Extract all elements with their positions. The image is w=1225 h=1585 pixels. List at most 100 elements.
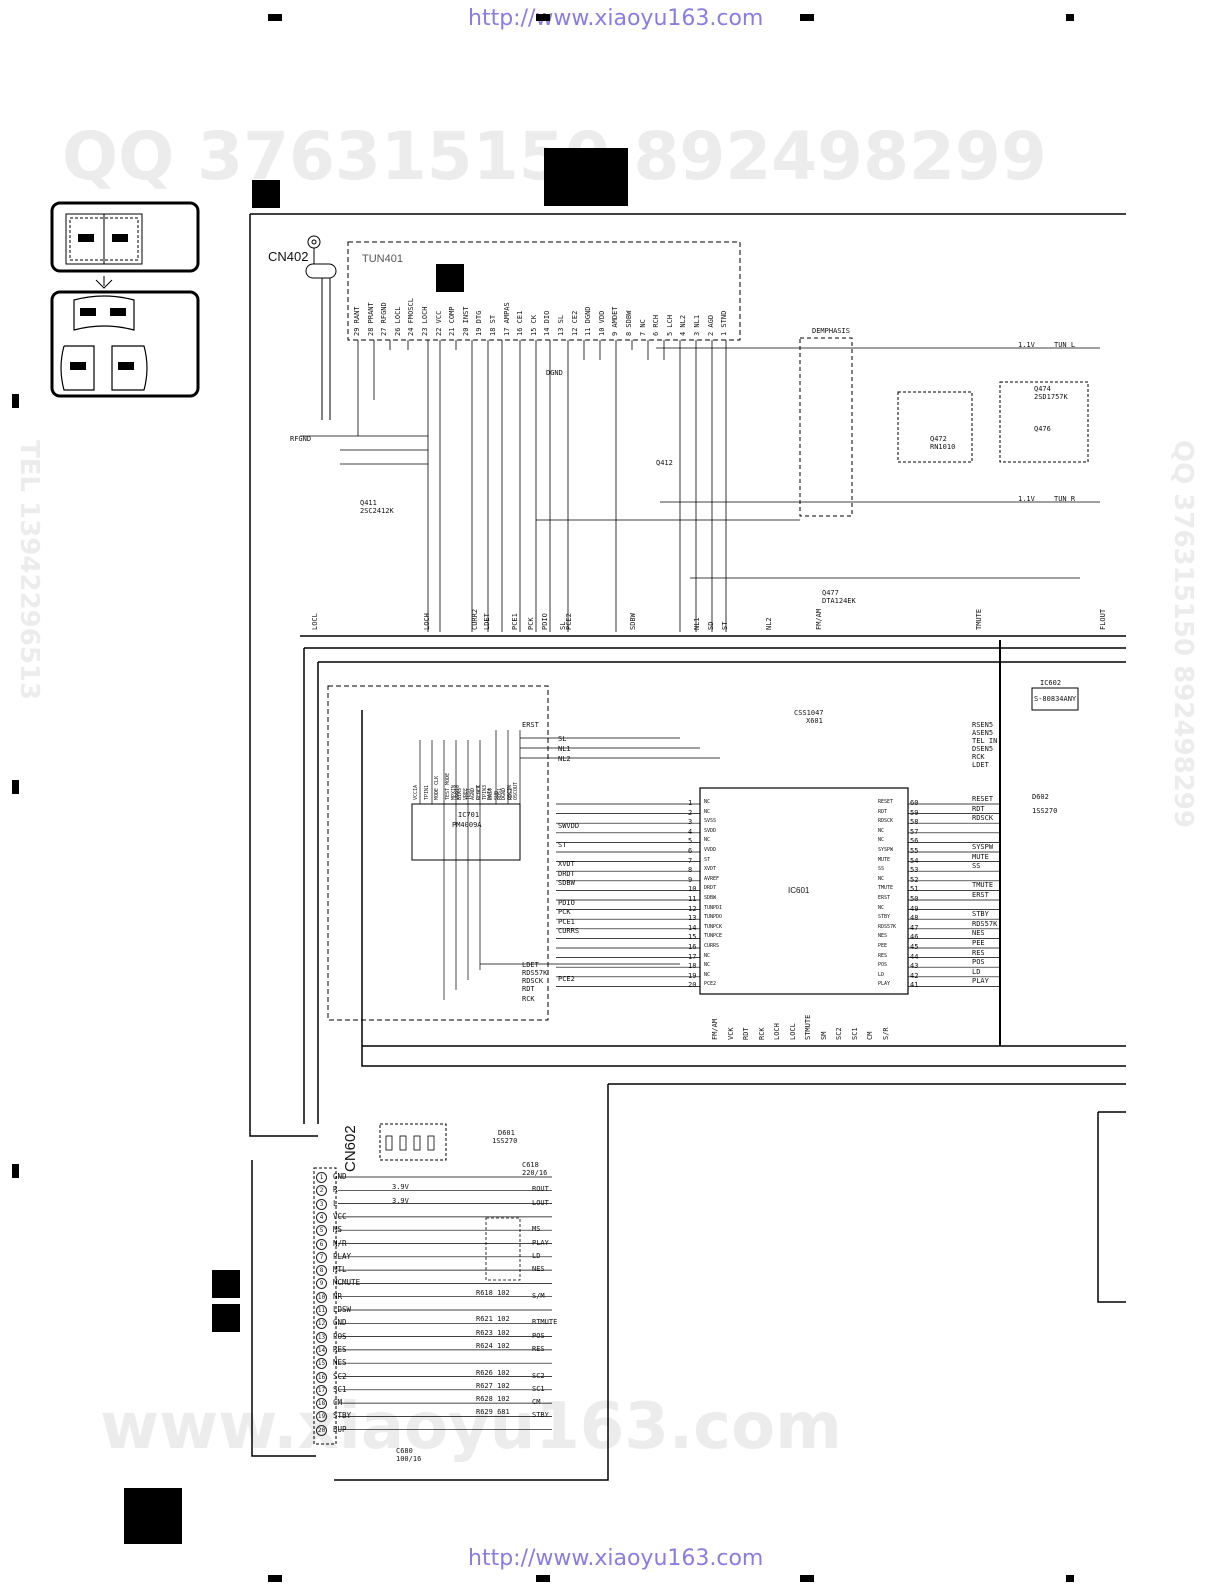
tuner-pin-14: 14 DIO bbox=[543, 310, 552, 336]
ic601-left-pin-name: TUNPDI bbox=[704, 904, 723, 911]
ic601-top-signal: LDET bbox=[972, 761, 989, 769]
ic601-right-signal: NES bbox=[972, 929, 985, 938]
ic601-top-signal: RCK bbox=[972, 753, 985, 761]
cn602-signal-18: CM bbox=[532, 1398, 541, 1407]
ic601-left-pin-name: NC bbox=[704, 799, 711, 805]
ic601-right-pin-name: NC bbox=[878, 875, 885, 882]
cn602-pin-name: NR bbox=[333, 1291, 343, 1301]
tuner-bottom-signal: ST bbox=[721, 621, 729, 630]
tuner-bottom-signal: SD bbox=[707, 621, 715, 630]
cn602-pin-number: 4 bbox=[316, 1211, 327, 1223]
ic601-left-signal: ST bbox=[558, 841, 567, 849]
ic601-right-pin-number: 41 bbox=[910, 981, 919, 990]
ic601-left-pin-name: NC bbox=[704, 808, 711, 815]
tuner-pin-25: 3 NL1 bbox=[693, 314, 701, 336]
ic601-bottom-signal: FM/AM bbox=[711, 1018, 719, 1040]
cn602-voltage-l: 3.9V bbox=[392, 1197, 409, 1205]
ic601-left-pin-number: 11 bbox=[688, 895, 697, 903]
ic601-left-pin-number: 10 bbox=[688, 885, 697, 894]
tuner-pin-2: 27 RFGND bbox=[380, 302, 389, 336]
ic601-bottom-signal: VCK bbox=[726, 1027, 735, 1040]
ic601-right-pin-number: 50 bbox=[910, 895, 919, 903]
ic601-left-pin-number: 5 bbox=[688, 837, 693, 846]
ic601-right-signal: LD bbox=[972, 967, 981, 976]
ic601-left-pin-name: DRDT bbox=[704, 885, 717, 892]
ic601-bottom-signal: LOCL bbox=[788, 1023, 797, 1040]
ic601-right-pin-number: 56 bbox=[910, 837, 919, 846]
ic601-right-signal: PLAY bbox=[972, 977, 989, 986]
q411-part: 2SC2412K bbox=[360, 507, 394, 515]
cn602-pin-number: 14 bbox=[316, 1344, 327, 1356]
ic601-right-pin-name: MUTE bbox=[878, 856, 891, 863]
cn602-pin-name: NES bbox=[333, 1358, 347, 1368]
ic601-right-pin-name: SS bbox=[878, 866, 885, 873]
cn602-pin-number: 19 bbox=[316, 1411, 327, 1423]
cn602-pin-name: R bbox=[333, 1185, 338, 1195]
ic601-right-pin-number: 60 bbox=[910, 799, 919, 807]
url-top[interactable]: http://www.xiaoyu163.com bbox=[468, 6, 764, 31]
ic601-left-signal: PCE1 bbox=[558, 917, 575, 926]
cn602-pin-name: SC1 bbox=[333, 1384, 347, 1394]
ic601-right-pin-number: 44 bbox=[910, 952, 919, 961]
url-bottom[interactable]: http://www.xiaoyu163.com bbox=[468, 1546, 764, 1571]
d602-part: 1SS270 bbox=[1032, 807, 1058, 815]
ic601-left-pin-number: 1 bbox=[688, 799, 693, 807]
ic601-left-pin-name: TUNPCE bbox=[704, 933, 723, 940]
ic-ic602-part: S-80834ANY bbox=[1034, 695, 1077, 703]
ic601-right-pin-name: RESET bbox=[878, 799, 894, 805]
ic601-left-pin-name: TUNPCK bbox=[704, 923, 723, 930]
tuner-bottom-signal: PDIO bbox=[541, 613, 549, 630]
ic601-right-signal: MUTE bbox=[972, 852, 989, 861]
cn602-pin-name: SC2 bbox=[333, 1371, 347, 1381]
tuner-bottom-signal: TMUTE bbox=[975, 608, 983, 630]
cn602-pin-name: GND bbox=[333, 1318, 347, 1328]
ic601-left-pin-name: XVDT bbox=[704, 866, 717, 873]
ic601-right-pin-name: STBY bbox=[878, 914, 891, 921]
cn602-signal-17: SC1 bbox=[532, 1384, 545, 1393]
tuner-pin-1: 28 PRANT bbox=[366, 302, 375, 336]
ic701-signal: RDS57K bbox=[522, 969, 548, 977]
tuner-bottom-signal: LDET bbox=[483, 613, 491, 630]
q477-label: Q477 bbox=[822, 589, 839, 597]
cn602-pin-number: 6 bbox=[316, 1238, 327, 1250]
cn602-signal-3: LOUT bbox=[532, 1198, 549, 1207]
tuner-pin-15: 13 SL bbox=[557, 314, 565, 336]
c680-label: C680 bbox=[396, 1447, 413, 1455]
tuner-pin-19: 9 AMDET bbox=[611, 306, 620, 336]
ic601-top-signal: RSEN5 bbox=[972, 721, 994, 729]
registration-marks bbox=[12, 14, 1074, 1582]
cn602-signal-12: RTMUTE bbox=[532, 1318, 558, 1327]
cn602-pin-name: STBY bbox=[333, 1411, 352, 1421]
ic601-bottom-signal: LOCH bbox=[773, 1023, 781, 1040]
ic601-right-pin-name: ERST bbox=[878, 895, 891, 901]
tuner-pin-16: 12 CE2 bbox=[570, 310, 579, 336]
ic701-signal: RDSCK bbox=[522, 977, 544, 985]
cn602-signal-19: STBY bbox=[532, 1411, 549, 1420]
ic601-left-signal: PCE2 bbox=[558, 975, 575, 984]
ic601-right-pin-name: RES bbox=[878, 952, 888, 959]
ic601-right-pin-name: PLAY bbox=[878, 981, 891, 988]
tuner-pin-10: 18 ST bbox=[489, 314, 497, 336]
ic601-right-pin-number: 55 bbox=[910, 847, 919, 855]
tuner-pin-12: 16 CE1 bbox=[516, 310, 525, 336]
tuner-pin-21: 7 NC bbox=[638, 319, 647, 336]
ic601-right-pin-number: 42 bbox=[910, 971, 919, 980]
tun-r-label: TUN R bbox=[1054, 495, 1076, 503]
ic-tun401: TUN401 bbox=[362, 253, 403, 265]
q412-label: Q412 bbox=[656, 459, 673, 467]
connector-cn402: CN402 bbox=[268, 249, 309, 264]
ic601-left-pin-number: 2 bbox=[688, 808, 693, 817]
ic701-pin: OSCOUT bbox=[513, 781, 519, 800]
cn602-signal-6: PLAY bbox=[532, 1238, 549, 1247]
ic601-right-signal: ERST bbox=[972, 891, 989, 899]
tuner-pin-23: 5 LCH bbox=[665, 314, 674, 336]
cn602-pin-number: 13 bbox=[316, 1331, 327, 1343]
d601-part: 1SS270 bbox=[492, 1137, 518, 1145]
ic601-left-pin-name: SDBW bbox=[704, 895, 717, 901]
ic601-right-pin-number: 51 bbox=[910, 885, 919, 894]
